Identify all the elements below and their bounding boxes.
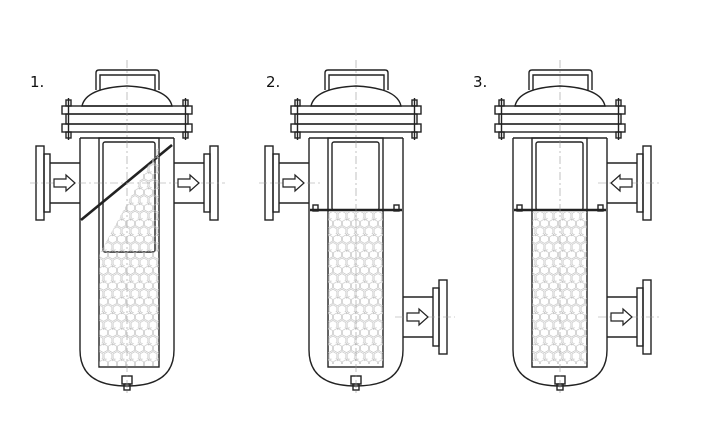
flow-arrow-in-3 [610, 173, 633, 193]
flow-arrow-out-3 [610, 307, 633, 327]
flow-arrow-out-2 [406, 307, 429, 327]
flow-arrow-out-1 [177, 173, 200, 193]
dome-cover [81, 85, 173, 107]
mesh-screen-1 [99, 145, 159, 366]
flow-arrow-in-2 [282, 173, 305, 193]
lift-handle [324, 69, 389, 90]
dome-cover [514, 85, 606, 107]
diagram-label-3: 3. [473, 73, 488, 91]
diagram-label-1: 1. [30, 73, 45, 91]
mesh-screen-2 [328, 212, 383, 364]
lift-handle [95, 69, 160, 90]
diagram-label-2: 2. [266, 73, 281, 91]
mesh-screen-3 [532, 212, 587, 364]
dome-cover [310, 85, 402, 107]
flow-arrow-in-1 [53, 173, 76, 193]
lift-handle [528, 69, 593, 90]
